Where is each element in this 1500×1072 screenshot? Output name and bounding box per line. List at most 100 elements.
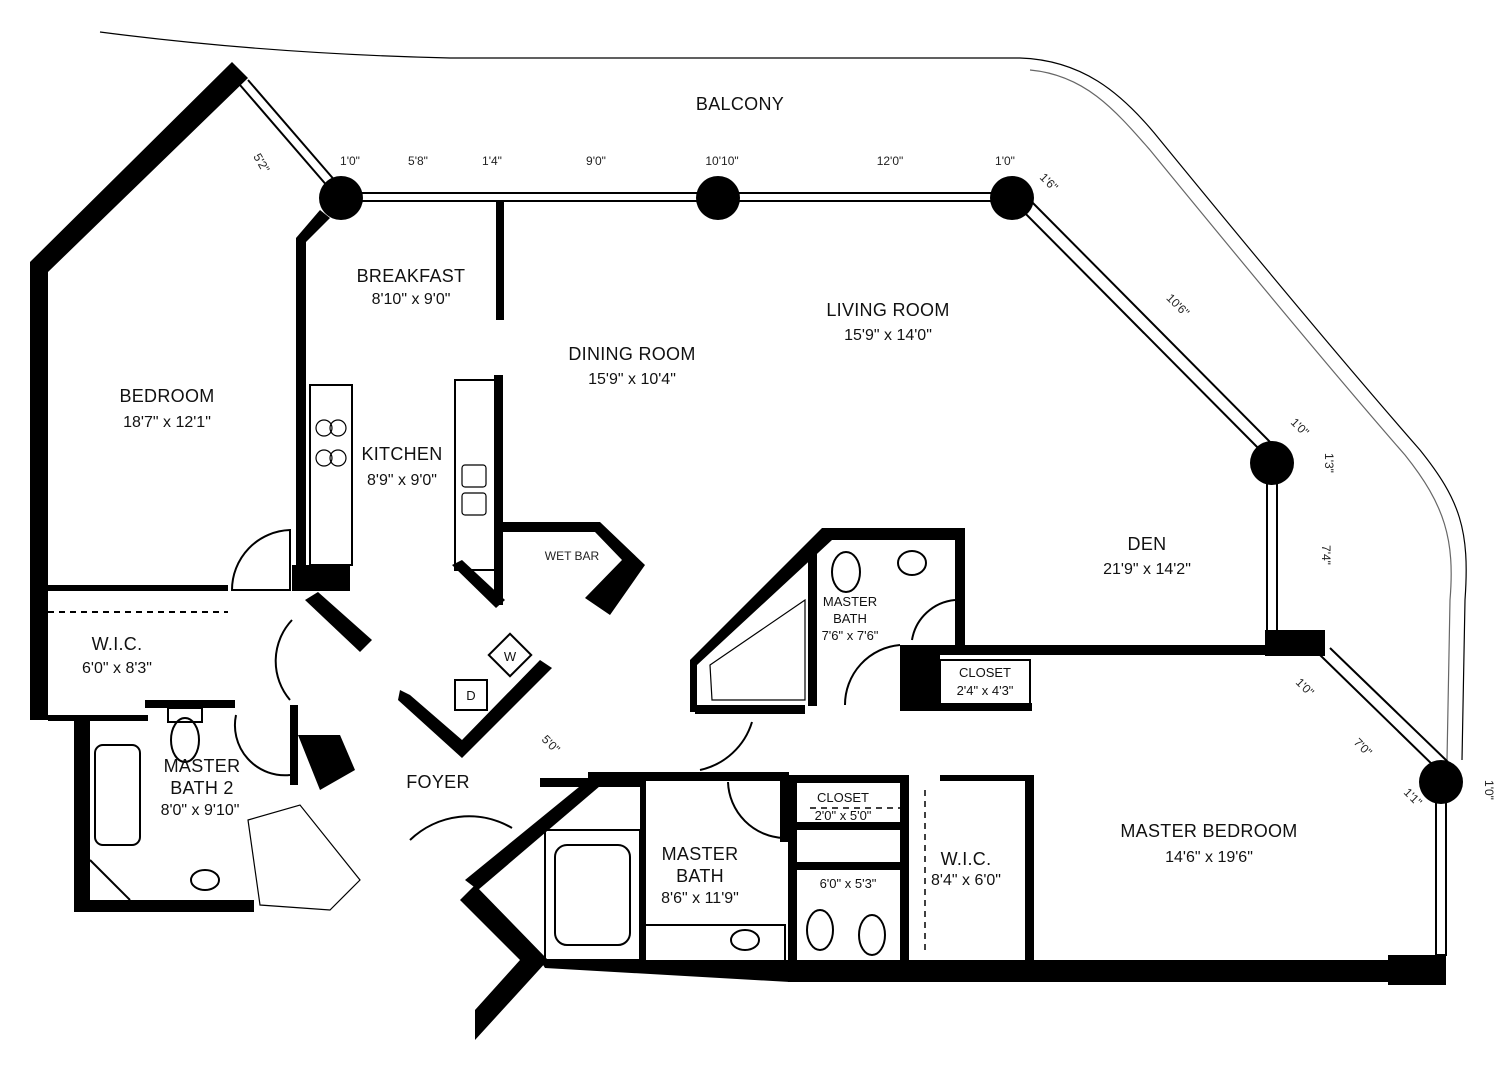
interior-wall — [292, 565, 350, 591]
window-wall — [1266, 469, 1278, 636]
cooktop-burner — [315, 419, 333, 437]
room-breakfast-dims: 8'10" x 9'0" — [372, 291, 451, 308]
cooktop-burner — [329, 419, 347, 437]
interior-wall — [808, 548, 817, 706]
interior-wall — [788, 862, 908, 870]
balcony-label: BALCONY — [696, 94, 784, 114]
laundry-wall — [398, 660, 552, 758]
shower — [709, 598, 806, 701]
room-den-name: DEN — [1128, 534, 1167, 554]
cooktop-burner — [315, 449, 333, 467]
room-master-bath-sm-dims: 7'6" x 7'6" — [822, 628, 879, 643]
room-bedroom-name: BEDROOM — [119, 386, 214, 406]
washer — [487, 632, 533, 678]
bathtub — [94, 744, 141, 846]
room-closet1-name: CLOSET — [959, 665, 1011, 680]
wall-segment-label: 5'8" — [408, 154, 428, 168]
structural-column — [1250, 441, 1294, 485]
door-swing — [727, 781, 785, 839]
exterior-wall — [74, 720, 90, 910]
kitchen-sink — [461, 464, 487, 488]
balcony-outline — [99, 31, 1467, 761]
interior-wall — [1025, 775, 1034, 965]
exterior-wall — [30, 590, 48, 720]
room-dining-name: DINING ROOM — [568, 344, 695, 364]
bathtub — [544, 829, 641, 961]
room-master-bath-name2: BATH — [676, 866, 724, 886]
dryer-label: D — [466, 688, 475, 703]
bathtub-inner — [554, 844, 631, 946]
door-swing — [699, 721, 753, 771]
room-wic1-dims: 6'0" x 8'3" — [82, 660, 152, 677]
interior-wall — [496, 200, 504, 320]
wall-segment-label: 1'3" — [1322, 453, 1336, 473]
window-wall — [1435, 789, 1447, 956]
wall-segment-label: 10'10" — [705, 154, 738, 168]
door-swing — [409, 815, 513, 841]
wall-segment-label: 10'6" — [1163, 291, 1192, 320]
exterior-wall — [74, 900, 254, 912]
window-wall — [1021, 191, 1281, 453]
window-wall — [239, 84, 336, 196]
wall-segment-label: 1'0" — [340, 154, 360, 168]
wall-segment-label: 1'4" — [482, 154, 502, 168]
exterior-wall — [1388, 955, 1446, 985]
wall-segment-label: 5'2" — [250, 151, 272, 175]
interior-wall — [48, 715, 148, 721]
door-swing — [230, 528, 291, 591]
window-wall — [1329, 647, 1449, 763]
wall-segment-label: 1'0" — [1482, 780, 1496, 800]
room-bedroom-dims: 18'7" x 12'1" — [123, 414, 211, 431]
wall-segment-label: 7'0" — [1351, 735, 1375, 759]
exterior-wall — [540, 960, 790, 982]
washer-label: W — [504, 649, 517, 664]
balcony-outline-inner — [1029, 69, 1452, 761]
toilet — [831, 551, 861, 593]
bidet — [858, 914, 886, 956]
wall-segment-label: 5'0" — [539, 732, 563, 756]
room-living-name: LIVING ROOM — [826, 300, 949, 320]
window-wall — [339, 192, 1021, 202]
structural-column — [1419, 760, 1463, 804]
room-master-bath-dims: 8'6" x 11'9" — [661, 890, 739, 907]
room-master-bath-name: MASTER — [662, 844, 739, 864]
exterior-wall — [788, 960, 1388, 982]
wet-bar-wall — [502, 522, 645, 615]
door-swing — [911, 599, 956, 641]
room-master-bath-2-name2: BATH 2 — [170, 778, 233, 798]
structural-column — [696, 176, 740, 220]
entry-wall — [465, 778, 600, 890]
structural-column — [990, 176, 1034, 220]
wall-segment-label: 9'0" — [586, 154, 606, 168]
room-master-bedroom-name: MASTER BEDROOM — [1120, 821, 1297, 841]
toilet — [170, 717, 200, 763]
room-master-bedroom-dims: 14'6" x 19'6" — [1165, 849, 1253, 866]
room-wic2-dims: 8'4" x 6'0" — [931, 872, 1001, 889]
interior-wall — [695, 705, 805, 714]
interior-wall — [540, 778, 645, 787]
wet-bar-label: WET BAR — [545, 549, 600, 563]
interior-wall — [690, 528, 965, 712]
interior-wall — [305, 592, 372, 652]
door-swing — [233, 714, 291, 777]
door-swing — [274, 619, 293, 701]
interior-wall — [788, 775, 908, 783]
wall-segment-label: 1'6" — [1037, 170, 1061, 194]
window-wall — [247, 79, 344, 191]
dryer — [454, 679, 488, 711]
interior-wall — [788, 822, 908, 830]
shower — [247, 804, 361, 911]
toilet-tank — [167, 707, 203, 723]
room-master-bath-2-dims: 8'0" x 9'10" — [161, 802, 240, 819]
structural-column — [319, 176, 363, 220]
vanity — [644, 924, 786, 966]
window-wall — [1319, 654, 1439, 771]
interior-wall — [89, 859, 131, 901]
interior-wall — [296, 210, 330, 570]
room-kitchen-name: KITCHEN — [361, 444, 442, 464]
room-foyer-name: FOYER — [406, 772, 470, 792]
interior-wall — [900, 703, 1032, 711]
interior-wall — [298, 735, 355, 790]
room-master-bath-sm-name: MASTER — [823, 594, 877, 609]
interior-wall — [452, 560, 505, 608]
